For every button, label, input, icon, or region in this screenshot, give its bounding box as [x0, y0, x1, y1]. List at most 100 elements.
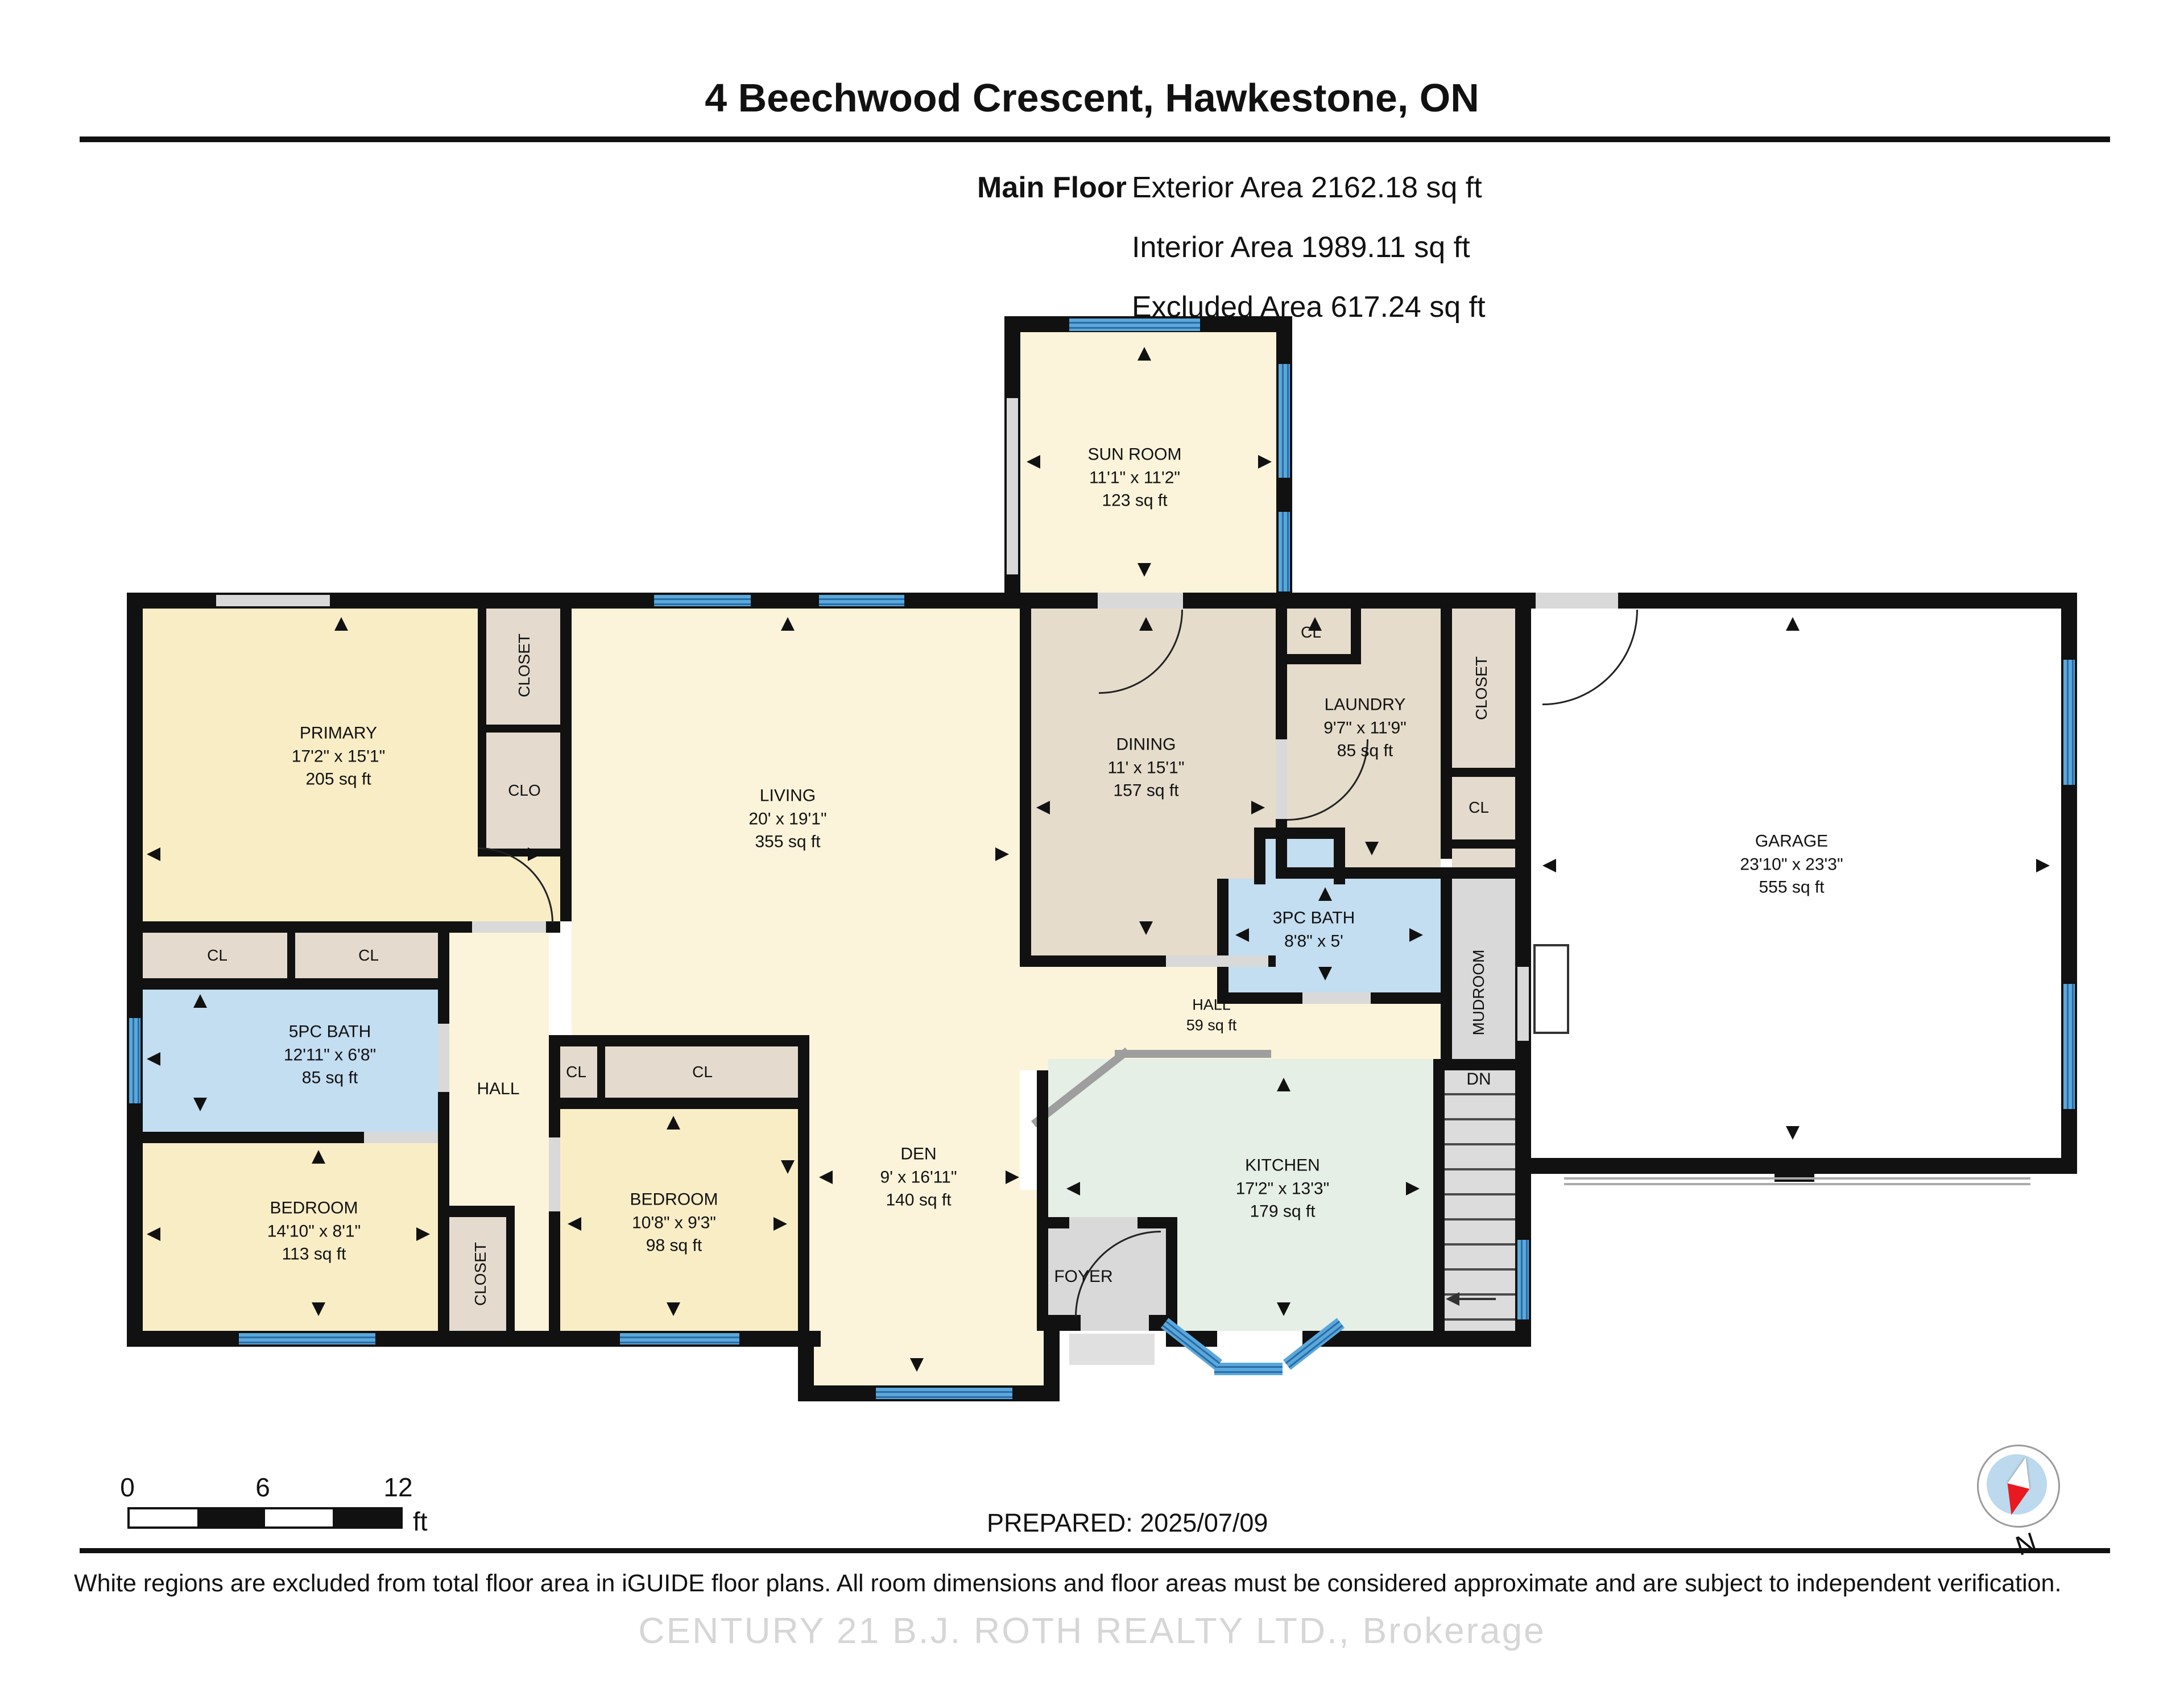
footer-divider [80, 1548, 2110, 1553]
dimension-arrow [1406, 1182, 1420, 1195]
compass-disc [1987, 1454, 2047, 1515]
right-closet-column-floor [1452, 609, 1515, 867]
bath3-floor [1228, 879, 1441, 992]
room-label-bedroom2: BEDROOM 10'8" x 9'3" 98 sq ft [630, 1188, 718, 1257]
prepared-date: PREPARED: 2025/07/09 [987, 1508, 1268, 1537]
dimension-arrow [1139, 617, 1153, 631]
wall [1254, 839, 1265, 884]
window [239, 1333, 375, 1344]
door-opening [1536, 593, 1618, 609]
dimension-arrow [1409, 928, 1423, 942]
laundry-floor [1287, 609, 1441, 867]
wall [438, 933, 449, 1347]
room-name: 3PC BATH [1272, 908, 1355, 928]
brokerage-watermark: CENTURY 21 B.J. ROTH REALTY LTD., Broker… [638, 1610, 1546, 1651]
room-name: GARAGE [1755, 831, 1829, 851]
sliding-door [1007, 398, 1018, 574]
room-area: 555 sq ft [1759, 878, 1825, 897]
label-cl: CL [358, 946, 379, 964]
mudroom-garage-door-leaf [1533, 944, 1569, 1034]
room-label-hall-bedwing: HALL [477, 1078, 519, 1101]
window [2063, 660, 2075, 785]
wall [1351, 609, 1361, 664]
garage-door-line [1564, 1183, 2030, 1185]
wall [506, 1217, 515, 1331]
room-dims: 14'10" x 8'1" [267, 1221, 361, 1240]
wall [478, 725, 560, 733]
room-name: BEDROOM [270, 1198, 358, 1218]
dimension-arrow [1006, 1170, 1019, 1184]
dimension-arrow [667, 1116, 680, 1130]
header-divider [80, 136, 2110, 142]
door-opening [549, 1137, 560, 1211]
wall [1302, 1331, 1515, 1347]
dimension-arrow [147, 1052, 160, 1066]
dimension-arrow [528, 847, 541, 861]
room-name: BEDROOM [630, 1190, 718, 1209]
door-opening [1069, 1217, 1138, 1228]
room-dims: 17'2" x 15'1" [291, 746, 386, 766]
wall [1020, 609, 1031, 967]
label-closet-primary: CLOSET [515, 633, 533, 698]
stat-exterior: Exterior Area 2162.18 sq ft [1132, 171, 1482, 204]
room-dims: 9'7" x 11'9" [1323, 718, 1407, 737]
bedroom2-floor [560, 1109, 798, 1331]
room-label-5pc-bath: 5PC BATH 12'11" x 6'8" 85 sq ft [284, 1020, 376, 1090]
wall [1276, 867, 1515, 879]
dimension-arrow [2036, 859, 2050, 872]
room-label-3pc-bath: 3PC BATH 8'8" x 5' [1273, 907, 1355, 953]
room-label-kitchen: KITCHEN 17'2" x 13'3" 179 sq ft [1236, 1154, 1330, 1223]
compass-icon [1977, 1445, 2060, 1528]
clo-floor [486, 733, 560, 849]
page-title: 4 Beechwood Crescent, Hawkestone, ON [705, 76, 1479, 120]
door-opening [1081, 1315, 1149, 1331]
scale-tick-6: 6 [255, 1472, 270, 1502]
door-opening [1302, 992, 1371, 1004]
dimension-arrow [312, 1302, 325, 1316]
dimension-arrow [1277, 1302, 1290, 1316]
wall [1166, 1217, 1177, 1331]
label-cl: CL [566, 1063, 586, 1081]
scale-tick-0: 0 [120, 1472, 135, 1502]
window [2063, 984, 2075, 1109]
primary-closet-floor [486, 609, 560, 725]
dimension-arrow [1066, 1182, 1080, 1195]
room-area: 157 sq ft [1113, 781, 1179, 800]
wall [798, 1035, 809, 1347]
window [129, 1018, 140, 1103]
garage-floor [1531, 609, 2061, 1158]
scale-bar [127, 1507, 403, 1529]
door-opening [1098, 593, 1183, 609]
room-dims: 8'8" x 5' [1284, 932, 1343, 950]
wall [597, 1046, 605, 1098]
wall [1044, 1331, 1060, 1401]
room-name: PRIMARY [299, 723, 378, 743]
dimension-arrow [910, 1358, 924, 1372]
dimension-arrow [774, 1217, 787, 1231]
window [1279, 512, 1290, 591]
wall [549, 1035, 809, 1046]
dimension-arrow [193, 994, 207, 1008]
door-opening [364, 1132, 438, 1143]
room-label-garage: GARAGE 23'10" x 23'3" 555 sq ft [1740, 830, 1843, 899]
room-area: 123 sq ft [1102, 491, 1168, 510]
bedroom1-closet-floor [449, 1217, 506, 1331]
label-closet-laundry: CLOSET [1472, 656, 1490, 721]
room-label-bedroom1: BEDROOM 14'10" x 8'1" 113 sq ft [267, 1197, 361, 1266]
wall [1441, 879, 1452, 1070]
label-cl: CL [207, 946, 228, 964]
dimension-arrow [995, 847, 1009, 861]
wall [143, 921, 560, 933]
door-opening [1166, 955, 1268, 967]
dimension-arrow [147, 1227, 160, 1241]
dimension-arrow [334, 617, 348, 631]
stair-direction-arrow [1446, 1292, 1459, 1306]
wall [143, 978, 449, 990]
dimension-arrow [568, 1217, 581, 1231]
dimension-arrow [1258, 455, 1272, 469]
wall [1433, 1059, 1515, 1070]
room-name: FOYER [1054, 1267, 1113, 1286]
room-dims: 20' x 19'1" [748, 809, 827, 828]
window [876, 1388, 1012, 1399]
